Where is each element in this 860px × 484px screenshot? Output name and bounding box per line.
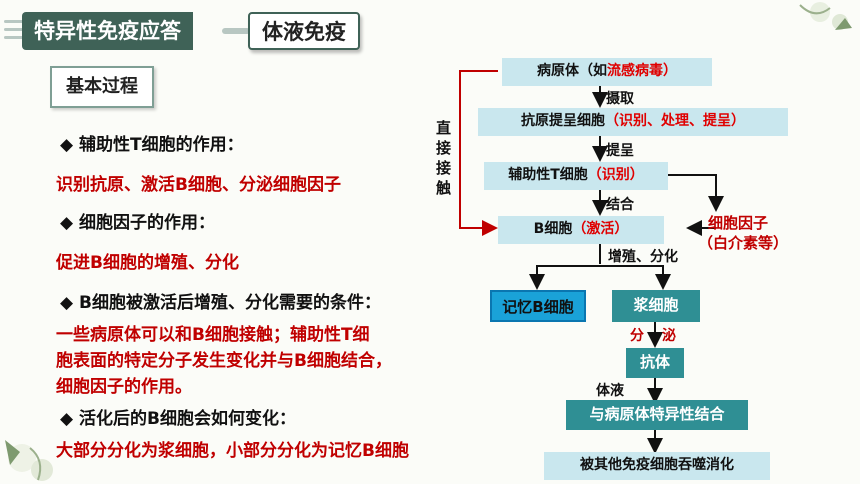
cytokine-label: 细胞因子 (708, 214, 769, 232)
header-decoration (4, 20, 26, 44)
direct-contact-label: 直接接触 (436, 119, 452, 197)
secrete-label-a: 分 (630, 328, 644, 344)
answer-3-line-3: 细胞因子的作用。 (56, 377, 192, 397)
question-4: ◆ 活化后的B细胞会如何变化： (60, 409, 296, 429)
flower-decoration-bottom-left-icon (5, 440, 53, 481)
secrete-label-b: 泌 (662, 328, 676, 344)
proliferate-label: 增殖、分化 (608, 249, 678, 265)
answer-4: 大部分分化为浆细胞，小部分分化为记忆B细胞 (56, 441, 409, 461)
plasma-cell-box: 浆细胞 (612, 290, 700, 322)
answer-3-line-2: 胞表面的特定分子发生变化并与B细胞结合， (56, 351, 392, 371)
header-connector (222, 28, 250, 34)
antibody-box: 抗体 (626, 348, 684, 378)
question-2: ◆ 细胞因子的作用： (60, 213, 215, 233)
topic-title: 体液免疫 (248, 12, 360, 50)
uptake-label: 摄取 (606, 91, 634, 107)
question-3: ◆ B细胞被激活后增殖、分化需要的条件： (60, 293, 381, 313)
bind-label: 结合 (606, 197, 634, 213)
phagocytosis-box: 被其他免疫细胞吞噬消化 (544, 452, 770, 480)
apc-box: 抗原提呈细胞（识别、处理、提呈） (478, 108, 788, 136)
answer-1: 识别抗原、激活B细胞、分泌细胞因子 (56, 175, 341, 195)
b-cell-box: B细胞（激活） (498, 216, 664, 244)
pathogen-box: 病原体（如流感病毒） (502, 58, 712, 86)
section-title: 特异性免疫应答 (22, 12, 193, 50)
question-1: ◆ 辅助性T细胞的作用： (60, 135, 244, 155)
present-label: 提呈 (606, 143, 634, 159)
basic-process-label: 基本过程 (50, 66, 154, 108)
flower-decoration-top-right-icon (799, 2, 852, 30)
specific-binding-box: 与病原体特异性结合 (566, 400, 748, 430)
memory-b-cell-box: 记忆B细胞 (490, 290, 586, 322)
cytokine-sub-label: （白介素等） (698, 234, 789, 252)
helper-t-box: 辅助性T细胞（识别） (484, 162, 668, 190)
answer-2: 促进B细胞的增殖、分化 (56, 253, 239, 273)
answer-3-line-1: 一些病原体可以和B细胞接触；辅助性T细 (56, 325, 370, 345)
body-fluid-label: 体液 (596, 383, 624, 399)
